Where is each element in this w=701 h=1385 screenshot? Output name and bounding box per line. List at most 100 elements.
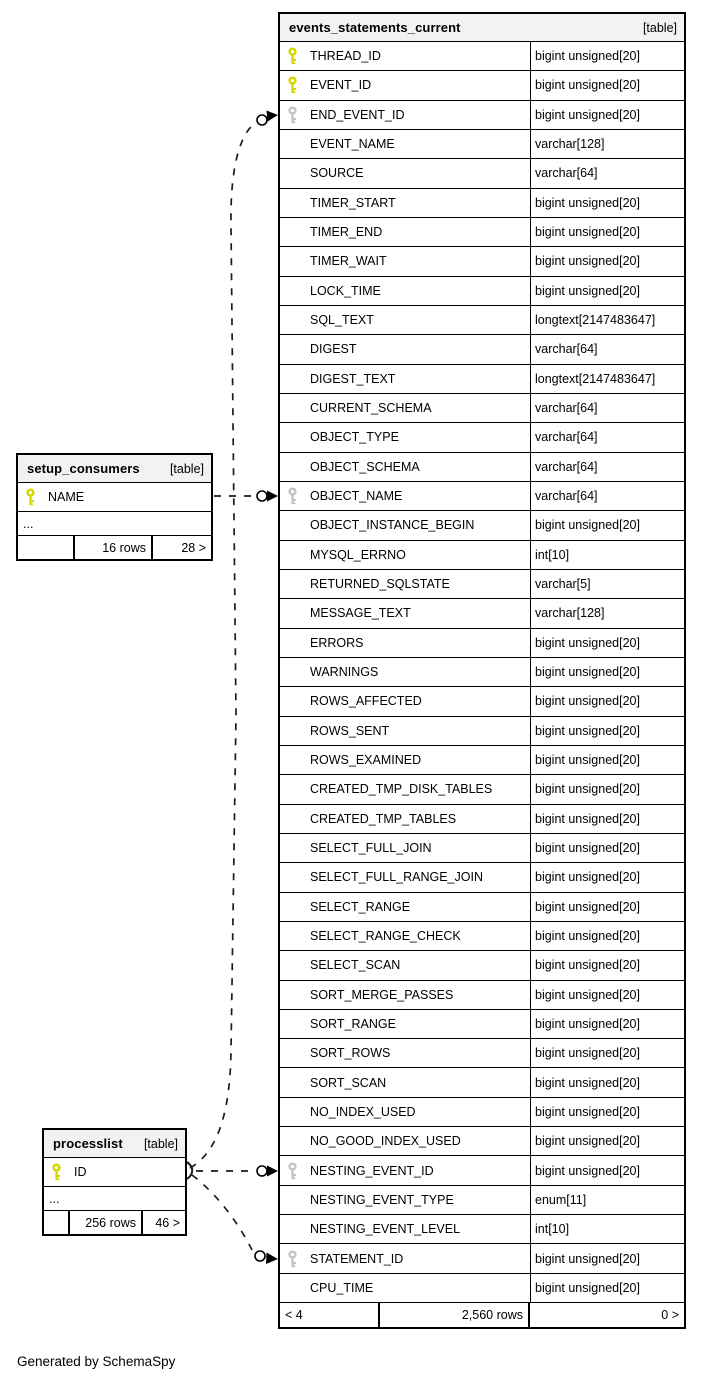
- primary-key-icon: [18, 488, 42, 506]
- footer-children: 0 >: [661, 1308, 679, 1323]
- relationship-processlist-ID-to-NESTING_EVENT_ID: [196, 1165, 278, 1177]
- column-name: CREATED_TMP_TABLES: [310, 811, 457, 826]
- column-name: TIMER_WAIT: [310, 254, 387, 269]
- column-type: bigint unsigned[20]: [530, 1068, 684, 1097]
- column-row-DIGEST_TEXT: DIGEST_TEXT longtext[2147483647]: [280, 364, 684, 394]
- column-name: CPU_TIME: [310, 1280, 374, 1295]
- footer-children: 46 >: [155, 1215, 180, 1230]
- column-type: bigint unsigned[20]: [530, 1244, 684, 1273]
- column-row-NO_GOOD_INDEX_USED: NO_GOOD_INDEX_USED bigint unsigned[20]: [280, 1127, 684, 1157]
- key-icon: [280, 1162, 304, 1180]
- key-icon: [280, 106, 304, 124]
- column-name: OBJECT_SCHEMA: [310, 459, 420, 474]
- table-events_statements_current[interactable]: events_statements_current[table]THREAD_I…: [278, 12, 686, 1330]
- footer-row-count: 2,560 rows: [380, 1303, 530, 1328]
- column-type: bigint unsigned[20]: [530, 217, 684, 247]
- table-header[interactable]: events_statements_current[table]: [280, 14, 684, 42]
- footer-row-count: 256 rows: [70, 1211, 143, 1234]
- column-type: bigint unsigned[20]: [530, 892, 684, 921]
- column-name: ID: [74, 1165, 87, 1179]
- primary-key-icon: [44, 1163, 68, 1181]
- column-name: EVENT_NAME: [310, 137, 395, 152]
- column-row-ID: ID: [44, 1158, 185, 1187]
- column-name: SELECT_RANGE_CHECK: [310, 929, 461, 943]
- table-header[interactable]: processlist[table]: [44, 1130, 185, 1158]
- column-row-CREATED_TMP_TABLES: CREATED_TMP_TABLES bigint unsigned[20]: [280, 804, 684, 834]
- column-type: varchar[128]: [530, 599, 684, 628]
- column-type: bigint unsigned[20]: [530, 657, 684, 687]
- column-type: bigint unsigned[20]: [530, 716, 684, 745]
- column-name: NESTING_EVENT_ID: [310, 1163, 434, 1178]
- column-name: SORT_RANGE: [310, 1016, 396, 1031]
- column-name: ROWS_EXAMINED: [310, 753, 422, 768]
- table-name[interactable]: setup_consumers: [27, 461, 140, 476]
- column-name: SELECT_SCAN: [310, 958, 401, 973]
- column-row-SELECT_RANGE_CHECK: SELECT_RANGE_CHECK bigint unsigned[20]: [280, 921, 684, 952]
- column-row-SORT_RANGE: SORT_RANGE bigint unsigned[20]: [280, 1009, 684, 1040]
- column-type: bigint unsigned[20]: [530, 1009, 684, 1039]
- column-type: bigint unsigned[20]: [530, 276, 684, 305]
- column-type: bigint unsigned[20]: [530, 188, 684, 217]
- table-header[interactable]: setup_consumers[table]: [18, 455, 211, 483]
- relationship-setup_consumers-NAME-to-OBJECT_NAME: [214, 490, 278, 502]
- column-type: longtext[2147483647]: [530, 364, 684, 393]
- column-type: bigint unsigned[20]: [530, 687, 684, 716]
- column-row-NAME: NAME: [18, 483, 211, 512]
- table-name[interactable]: events_statements_current: [289, 20, 461, 35]
- column-type: int[10]: [530, 1215, 684, 1244]
- column-type: bigint unsigned[20]: [530, 1127, 684, 1156]
- column-type: int[10]: [530, 540, 684, 569]
- column-type: varchar[64]: [530, 452, 684, 481]
- column-row-OBJECT_SCHEMA: OBJECT_SCHEMA varchar[64]: [280, 452, 684, 482]
- column-name: OBJECT_TYPE: [310, 430, 399, 445]
- column-name: NO_GOOD_INDEX_USED: [310, 1134, 461, 1149]
- table-name[interactable]: processlist: [53, 1136, 123, 1151]
- key-icon: [280, 1250, 304, 1268]
- key-icon: [280, 487, 304, 505]
- column-name: NESTING_EVENT_TYPE: [310, 1192, 454, 1207]
- column-name: WARNINGS: [310, 665, 379, 680]
- column-name: ROWS_AFFECTED: [310, 694, 422, 709]
- column-name: OBJECT_NAME: [310, 489, 403, 504]
- column-type: longtext[2147483647]: [530, 305, 684, 335]
- column-type: bigint unsigned[20]: [530, 833, 684, 863]
- column-name: DIGEST_TEXT: [310, 371, 396, 386]
- footer-parents: < 4: [280, 1303, 380, 1328]
- column-type: bigint unsigned[20]: [530, 775, 684, 804]
- column-type: bigint unsigned[20]: [530, 1039, 684, 1068]
- column-name: DIGEST: [310, 342, 357, 357]
- footer-children: 28 >: [181, 540, 206, 555]
- column-type: varchar[64]: [530, 159, 684, 188]
- column-name: CURRENT_SCHEMA: [310, 401, 432, 416]
- column-name: END_EVENT_ID: [310, 107, 405, 122]
- generated-by-text: Generated by SchemaSpy: [17, 1354, 176, 1369]
- column-name: ERRORS: [310, 635, 364, 650]
- column-type: bigint unsigned[20]: [530, 71, 684, 100]
- column-type: bigint unsigned[20]: [530, 921, 684, 951]
- column-type: varchar[64]: [530, 423, 684, 452]
- column-type: bigint unsigned[20]: [530, 804, 684, 833]
